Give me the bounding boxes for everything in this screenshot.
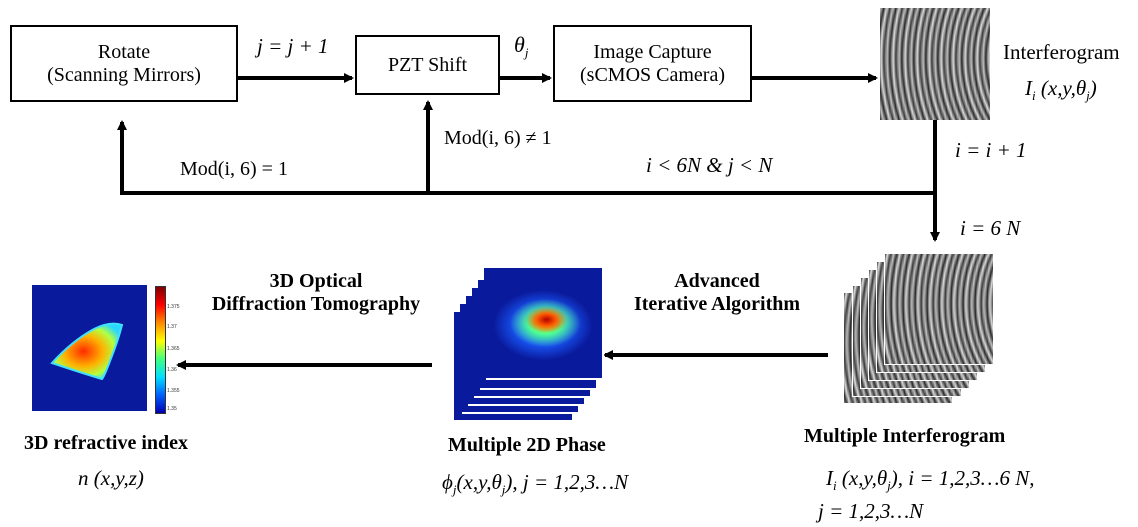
capture-box-line2: (sCMOS Camera) bbox=[580, 63, 725, 86]
loop-condition-label: i < 6N & j < N bbox=[646, 153, 773, 177]
interferogram-label: Interferogram bbox=[1003, 40, 1120, 64]
theta-symbol: θ bbox=[514, 32, 525, 57]
j-increment-label: j = j + 1 bbox=[257, 34, 329, 58]
capture-box-line1: Image Capture bbox=[593, 40, 712, 63]
interferogram-stack-layer-6 bbox=[884, 253, 994, 365]
interferogram-formula: Ii (x,y,θj) bbox=[1025, 76, 1097, 104]
phase-sub-j: j bbox=[452, 482, 457, 497]
multiple-interferogram-formula: Ii (x,y,θj), i = 1,2,3…6 N, bbox=[826, 466, 1034, 494]
algorithm-line1: Advanced bbox=[674, 270, 760, 292]
rotate-box: Rotate (Scanning Mirrors) bbox=[10, 25, 238, 102]
colorbar-tick: 1.375 bbox=[167, 304, 180, 310]
colorbar-tick: 1.37 bbox=[167, 324, 177, 330]
mod-equals-1-label: Mod(i, 6) = 1 bbox=[180, 158, 288, 180]
pzt-box-label: PZT Shift bbox=[387, 53, 468, 76]
refractive-index-formula: n (x,y,z) bbox=[78, 466, 144, 490]
formula-args: (x,y,θ bbox=[1035, 76, 1087, 100]
phase-phi: ϕ bbox=[442, 470, 453, 494]
mod-not-equal-1-label: Mod(i, 6) ≠ 1 bbox=[444, 127, 552, 149]
phase-sub-j2: j bbox=[501, 482, 506, 497]
colorbar bbox=[155, 286, 166, 414]
colorbar-tick: 1.365 bbox=[167, 346, 180, 352]
odt-line2: Diffraction Tomography bbox=[211, 293, 421, 315]
colorbar-tick: 1.35 bbox=[167, 406, 177, 412]
pzt-shift-box: PZT Shift bbox=[355, 35, 500, 95]
multi-rest: ), i = 1,2,3…6 N, bbox=[890, 466, 1035, 490]
refractive-index-image bbox=[32, 285, 147, 411]
formula-sub-j: j bbox=[1086, 88, 1090, 103]
formula-close: ) bbox=[1089, 76, 1097, 100]
phase-args: (x,y,θ bbox=[456, 470, 502, 494]
algorithm-line2: Iterative Algorithm bbox=[633, 293, 801, 315]
formula-I: I bbox=[1025, 76, 1032, 100]
multi-I: I bbox=[826, 466, 833, 490]
formula-sub-i: i bbox=[1032, 88, 1036, 103]
i-increment-label: i = i + 1 bbox=[955, 138, 1027, 162]
phase-rest: ), j = 1,2,3…N bbox=[505, 470, 629, 494]
theta-subscript: j bbox=[524, 45, 529, 60]
rotate-box-line2: (Scanning Mirrors) bbox=[47, 63, 201, 86]
feedback-loop-line bbox=[117, 120, 935, 195]
cell-shape bbox=[50, 322, 124, 381]
algorithm-label: Advanced Iterative Algorithm bbox=[622, 270, 812, 316]
image-capture-box: Image Capture (sCMOS Camera) bbox=[553, 25, 752, 102]
colorbar-tick: 1.355 bbox=[167, 388, 180, 394]
odt-label: 3D Optical Diffraction Tomography bbox=[200, 270, 432, 316]
multi-sub-i: i bbox=[833, 478, 837, 493]
interferogram-image bbox=[880, 8, 990, 120]
multi-sub-j: j bbox=[887, 478, 891, 493]
multiple-interferogram-title: Multiple Interferogram bbox=[804, 425, 1006, 447]
theta-j-label: θj bbox=[514, 32, 528, 61]
odt-line1: 3D Optical bbox=[269, 270, 363, 292]
refractive-index-title: 3D refractive index bbox=[24, 432, 189, 454]
i-equals-6n-label: i = 6 N bbox=[960, 216, 1021, 240]
multiple-interferogram-formula-line2: j = 1,2,3…N bbox=[818, 499, 924, 523]
colorbar-tick: 1.36 bbox=[167, 367, 177, 373]
phase-title: Multiple 2D Phase bbox=[448, 434, 606, 456]
multi-args: (x,y,θ bbox=[836, 466, 888, 490]
phase-image bbox=[484, 268, 602, 378]
rotate-box-line1: Rotate bbox=[97, 40, 151, 63]
phase-formula: ϕj(x,y,θj), j = 1,2,3…N bbox=[442, 470, 628, 498]
